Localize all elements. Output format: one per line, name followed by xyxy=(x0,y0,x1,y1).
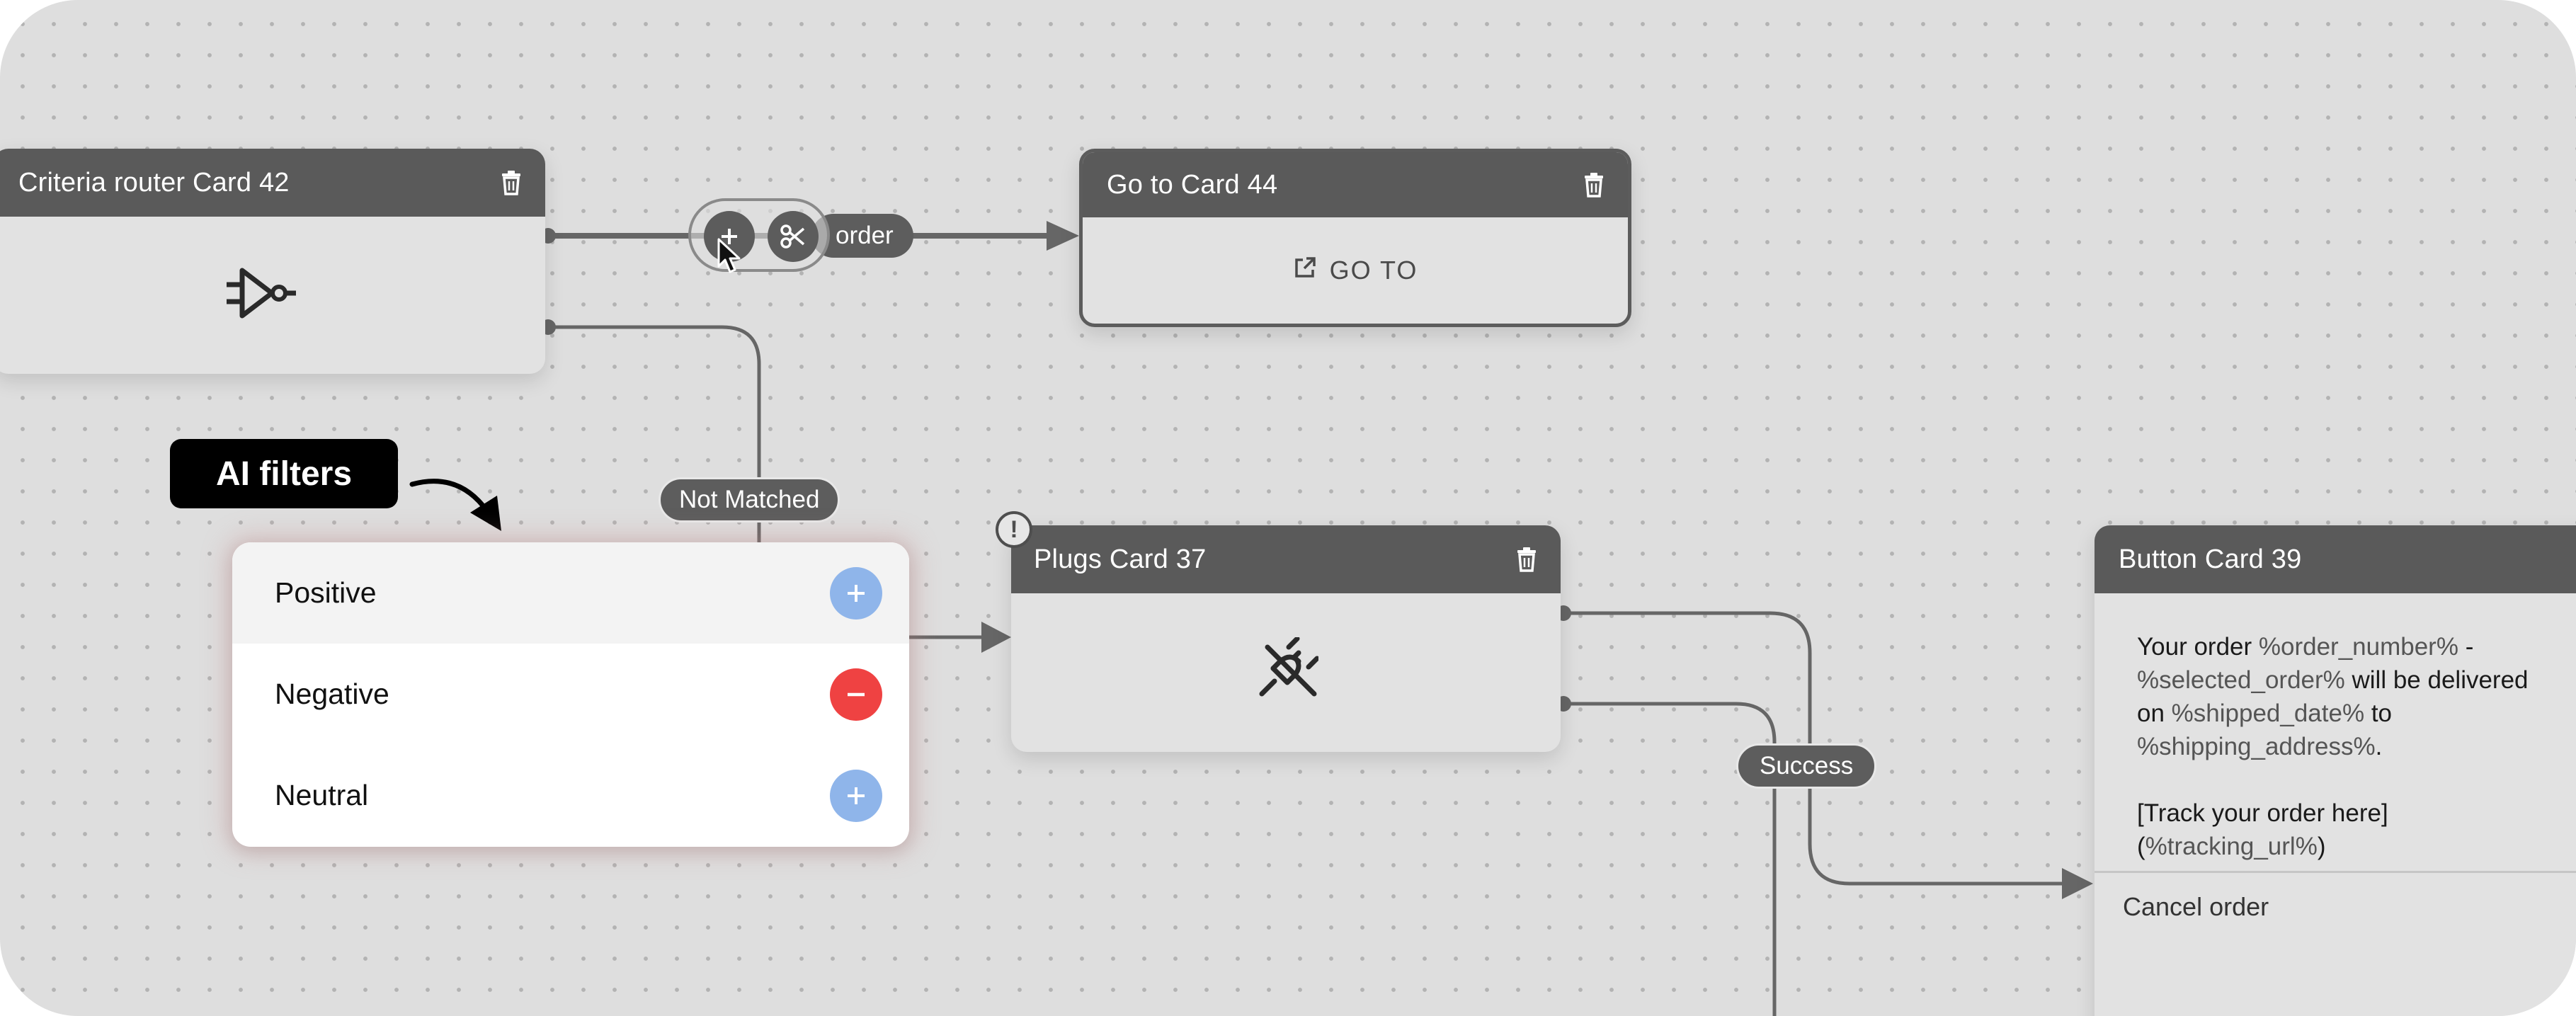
minus-icon xyxy=(848,692,865,696)
variable-shipping-address: %shipping_address% xyxy=(2137,733,2376,760)
variable-order-number: %order_number% xyxy=(2258,633,2458,661)
message-line: %shipping_address%. xyxy=(2137,730,2576,763)
arrow-head-goto xyxy=(1047,221,1079,251)
edge-label-success[interactable]: Success xyxy=(1736,743,1877,789)
trash-icon[interactable] xyxy=(1514,545,1539,573)
filter-option-neutral[interactable]: Neutral xyxy=(232,745,909,846)
card-header: Button Card 39 xyxy=(2095,525,2576,593)
message-fragment: ) xyxy=(2317,833,2326,860)
message-fragment: on xyxy=(2137,700,2172,727)
message-fragment: Your order xyxy=(2137,633,2259,661)
edge-label-text: order xyxy=(836,222,894,249)
remove-filter-button[interactable] xyxy=(830,668,882,721)
edge-label-not-matched[interactable]: Not Matched xyxy=(659,477,840,523)
variable-selected-order: %selected_order% xyxy=(2137,666,2345,694)
criteria-router-card[interactable]: Criteria router Card 42 xyxy=(0,149,545,374)
message-line: on %shipped_date% to xyxy=(2137,697,2576,730)
edge-label-order[interactable]: order xyxy=(811,214,913,258)
edge-label-text: Success xyxy=(1760,752,1854,780)
card-title: Criteria router Card 42 xyxy=(18,167,290,198)
filter-option-negative[interactable]: Negative xyxy=(232,644,909,745)
divider xyxy=(2095,871,2576,873)
card-header: Plugs Card 37 xyxy=(1011,525,1561,593)
warning-icon[interactable]: ! xyxy=(996,511,1032,548)
plugs-card[interactable]: Plugs Card 37 xyxy=(1011,525,1561,752)
filter-option-positive[interactable]: Positive xyxy=(232,542,909,644)
edge-success[interactable] xyxy=(1563,702,1777,1016)
ai-filters-label: AI filters xyxy=(170,439,398,508)
arrow-head-plugs xyxy=(981,622,1011,653)
filter-option-label: Negative xyxy=(275,678,389,710)
mouse-cursor-icon xyxy=(717,238,745,278)
message-fragment: - xyxy=(2458,633,2474,661)
variable-tracking-url: %tracking_url% xyxy=(2145,833,2318,860)
message-text: Your order %order_number% - %selected_or… xyxy=(2095,593,2576,863)
card-header: Criteria router Card 42 xyxy=(0,149,545,217)
logic-gate-icon xyxy=(227,265,297,325)
add-filter-button[interactable] xyxy=(830,566,882,620)
message-line: %selected_order% will be delivered xyxy=(2137,663,2576,697)
card-title: Plugs Card 37 xyxy=(1034,544,1207,574)
plug-icon xyxy=(1258,636,1320,702)
external-link-icon xyxy=(1293,256,1317,286)
button-card[interactable]: Button Card 39 Your order %order_number%… xyxy=(2095,525,2576,1016)
message-fragment: ( xyxy=(2137,833,2145,860)
card-title: Button Card 39 xyxy=(2119,544,2302,574)
message-fragment: to xyxy=(2364,700,2393,727)
variable-shipped-date: %shipped_date% xyxy=(2171,700,2365,727)
trash-icon[interactable] xyxy=(1581,171,1607,199)
plus-icon xyxy=(848,787,865,804)
edge-not-matched[interactable] xyxy=(548,325,994,639)
message-line: Your order %order_number% - xyxy=(2137,630,2576,663)
arrow-head-button xyxy=(2062,868,2093,899)
filter-option-label: Positive xyxy=(275,576,377,609)
goto-button[interactable]: GO TO xyxy=(1083,217,1628,324)
trash-icon[interactable] xyxy=(498,169,524,197)
edge-label-text: Not Matched xyxy=(679,486,820,513)
filter-option-label: Neutral xyxy=(275,779,369,811)
edge-toolbar xyxy=(688,198,830,273)
card-header: Go to Card 44 xyxy=(1083,152,1628,217)
cancel-order-button[interactable]: Cancel order xyxy=(2123,892,2269,921)
track-order-line: [Track your order here] xyxy=(2137,799,2388,827)
scissors-icon xyxy=(780,224,805,249)
ai-filters-panel: Positive Negative Neutral xyxy=(232,542,909,847)
goto-card[interactable]: Go to Card 44 GO TO xyxy=(1079,149,1631,327)
cut-edge-button[interactable] xyxy=(768,211,819,262)
plus-icon xyxy=(848,584,865,602)
curved-arrow-icon xyxy=(409,476,508,543)
add-filter-button[interactable] xyxy=(830,769,882,822)
message-fragment: will be delivered xyxy=(2344,666,2529,694)
message-fragment: . xyxy=(2375,733,2383,760)
message-line: (%tracking_url%) xyxy=(2137,830,2576,863)
goto-label: GO TO xyxy=(1329,256,1418,285)
card-title: Go to Card 44 xyxy=(1107,169,1278,200)
